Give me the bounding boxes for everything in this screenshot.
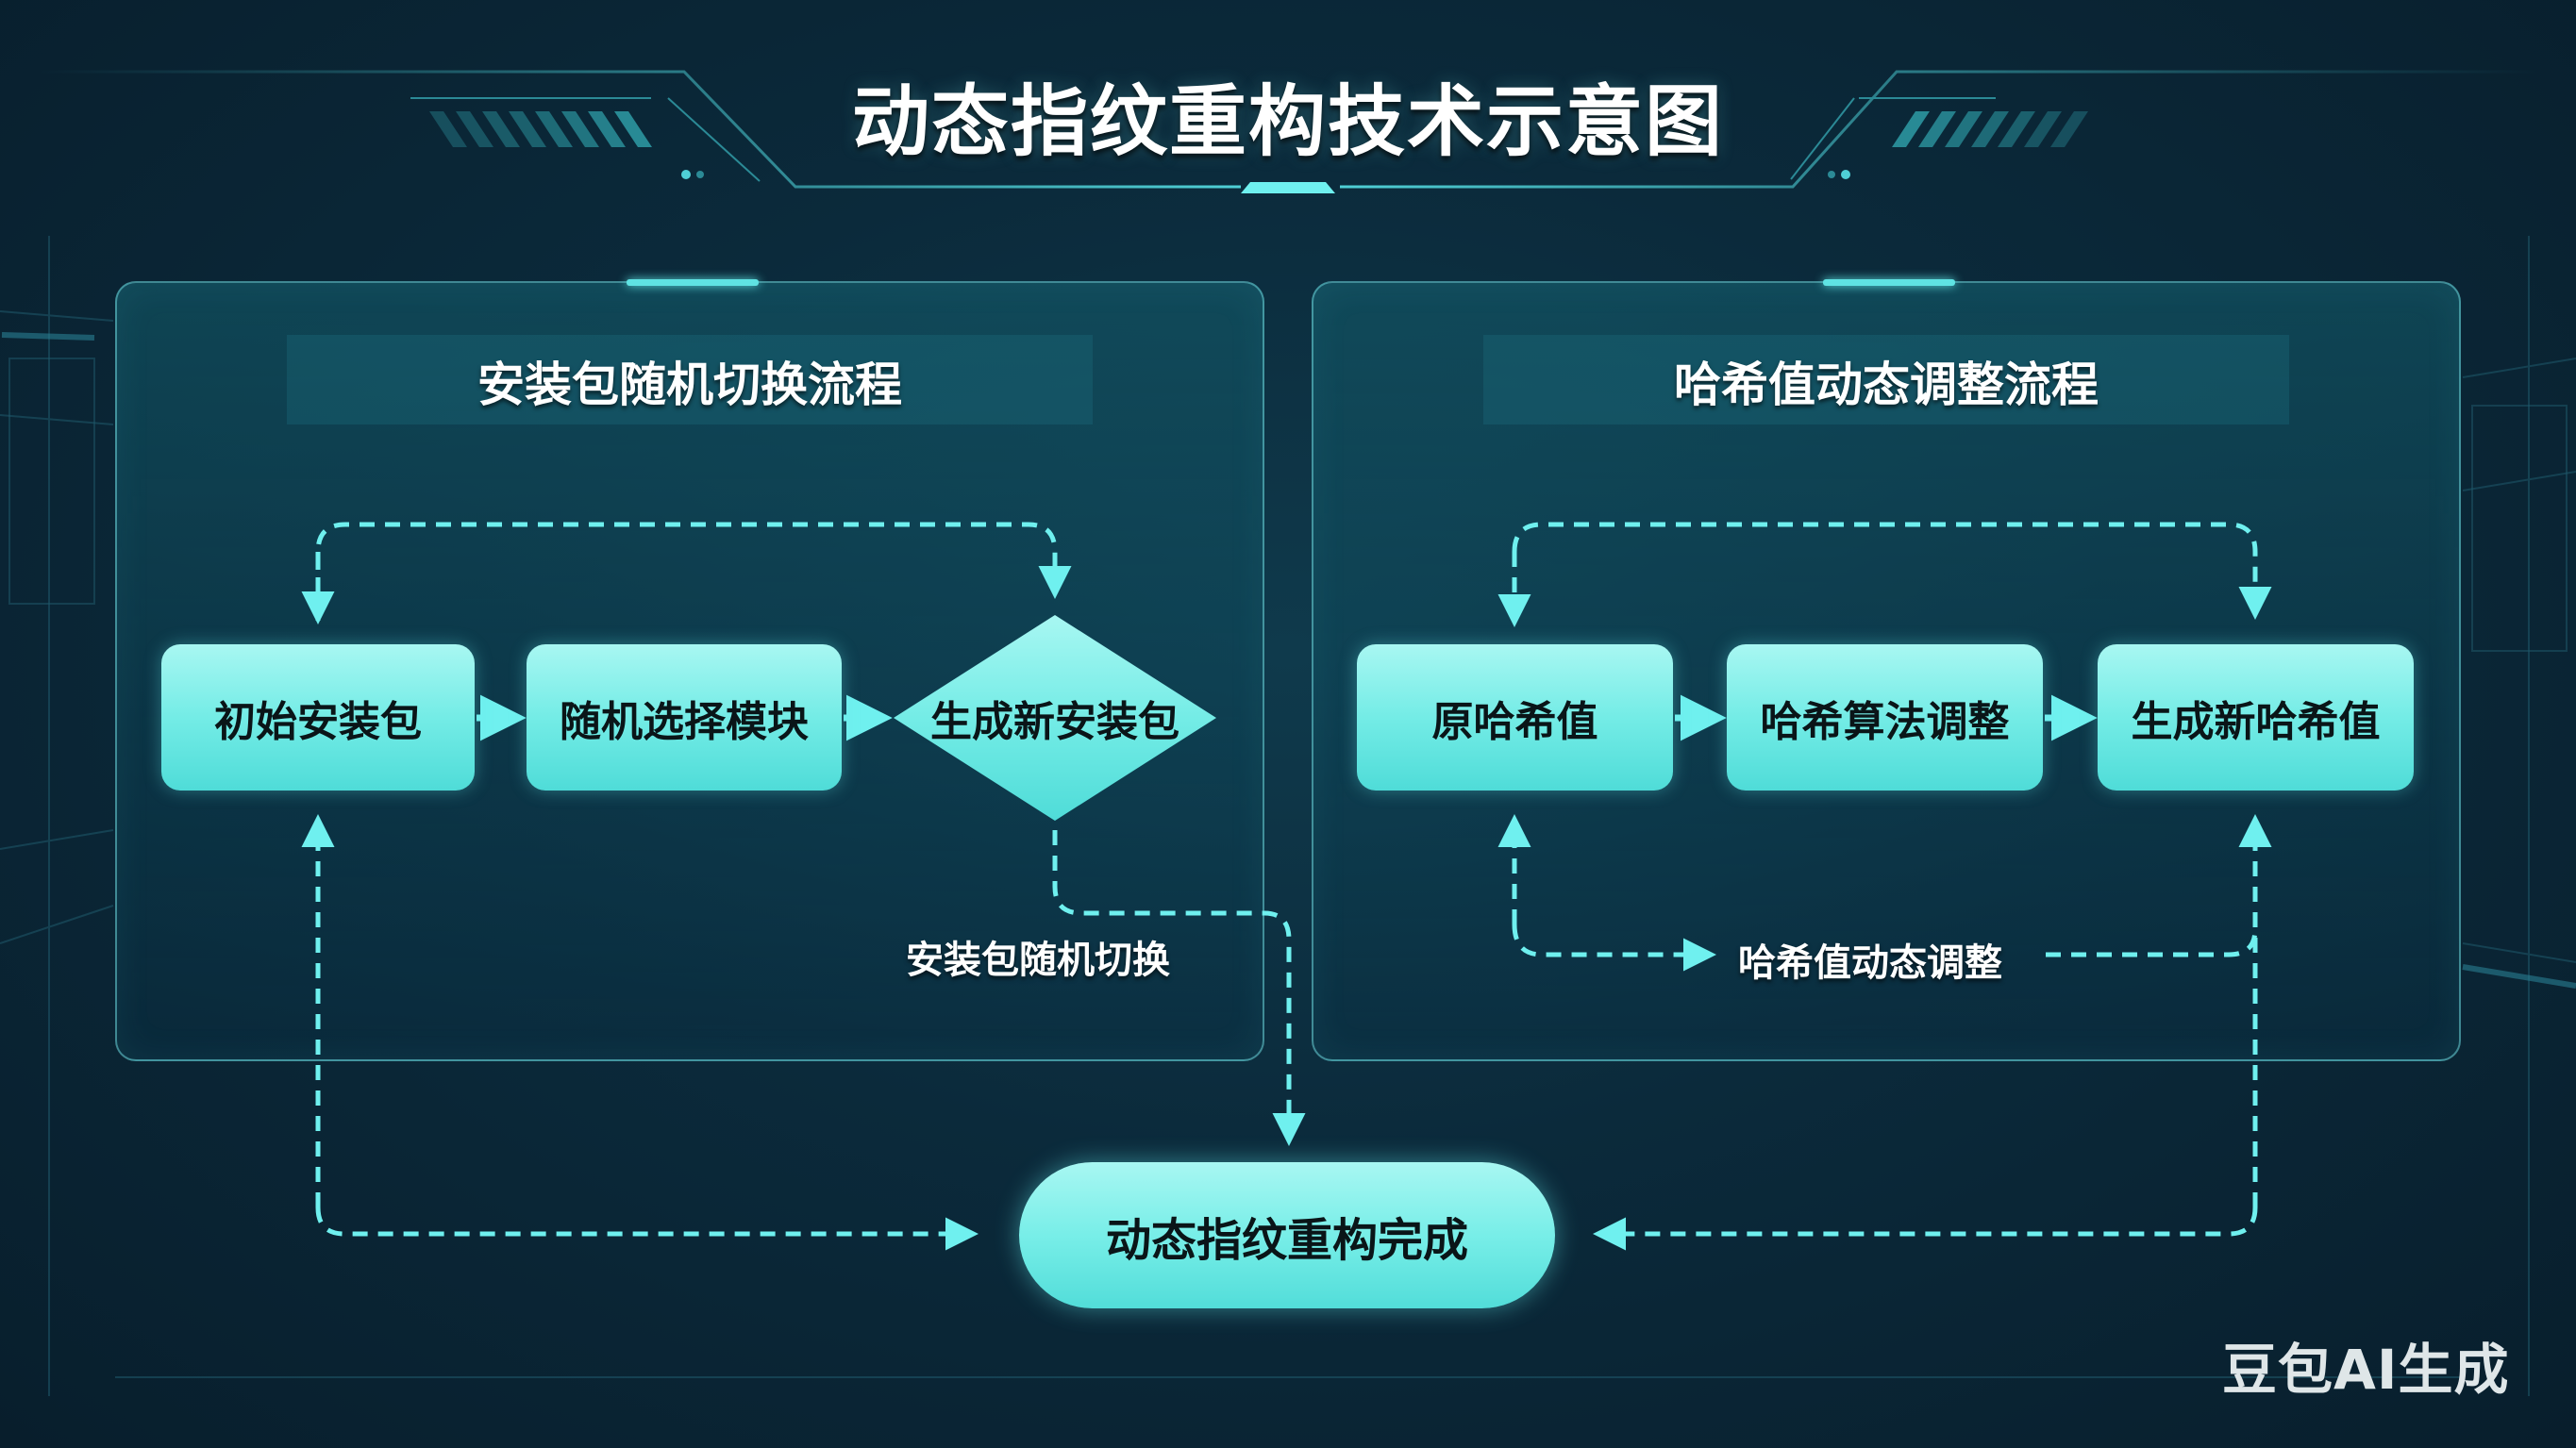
node-label: 生成新哈希值 [2131, 697, 2381, 746]
panel-header-band [1483, 335, 2289, 424]
left-panel-title: 安装包随机切换流程 [477, 358, 902, 412]
node-label: 初始安装包 [214, 697, 422, 746]
panel-accent-tab [627, 279, 759, 286]
diamond-shape [894, 615, 1216, 821]
node-initial-package[interactable]: 初始安装包 [161, 644, 475, 791]
node-label: 哈希算法调整 [1760, 697, 2010, 746]
node-generate-new-hash[interactable]: 生成新哈希值 [2098, 644, 2414, 791]
node-label: 随机选择模块 [560, 697, 809, 746]
node-hash-algorithm-adjust[interactable]: 哈希算法调整 [1727, 644, 2043, 791]
node-random-select-module[interactable]: 随机选择模块 [527, 644, 842, 791]
node-label: 生成新安装包 [930, 698, 1179, 746]
left-loop-label: 安装包随机切换 [906, 939, 1170, 982]
node-label: 原哈希值 [1431, 697, 1598, 746]
node-generate-new-package[interactable]: 生成新安装包 [892, 613, 1218, 823]
watermark: 豆包AI生成 [2222, 1338, 2510, 1402]
right-loop-label: 哈希值动态调整 [1738, 941, 2002, 985]
node-fingerprint-rebuild-complete[interactable]: 动态指纹重构完成 [1019, 1162, 1555, 1308]
panel-accent-tab [1823, 279, 1955, 286]
right-panel-title: 哈希值动态调整流程 [1674, 358, 2099, 412]
node-label: 动态指纹重构完成 [1105, 1213, 1468, 1267]
page-title: 动态指纹重构技术示意图 [851, 77, 1724, 167]
node-original-hash[interactable]: 原哈希值 [1357, 644, 1673, 791]
panel-header-band [287, 335, 1093, 424]
